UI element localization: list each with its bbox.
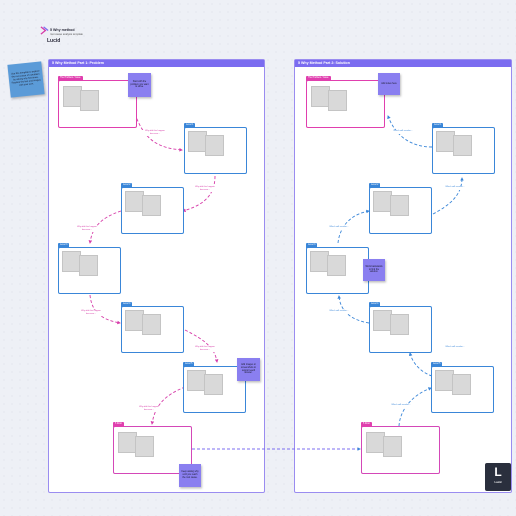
connector-p2-l1-problem: [387, 115, 433, 148]
brand-name: Lucid: [47, 38, 61, 44]
connector-p2-l5-l4: [408, 352, 433, 377]
template-subtitle: root cause analysis template: [50, 33, 83, 36]
card-p1-level2-label: Level 2: [121, 183, 133, 188]
card-p1-level4[interactable]: Level 4: [121, 302, 184, 353]
connector-label: Which will resolve...: [444, 186, 466, 190]
image-placeholder: [80, 90, 99, 111]
connector-label: Which will resolve...: [328, 310, 350, 314]
image-placeholder: [328, 90, 347, 111]
image-placeholder: [453, 135, 472, 156]
card-p2-problem-label: The Problem / Issue: [306, 76, 331, 81]
image-placeholder: [79, 255, 98, 276]
card-p2-level5-label: Level 5: [431, 362, 443, 367]
sticky-p2-top[interactable]: Add notes here: [378, 73, 400, 95]
card-p2-level2[interactable]: Level 2: [369, 183, 432, 234]
panel-part1-title: 5 Why Method Part 1: Problem: [49, 60, 264, 67]
connector-p2-l2-l1: [432, 177, 464, 215]
card-p1-level2[interactable]: Level 2: [121, 183, 184, 234]
connector-label: Why did this happen because...: [78, 310, 104, 317]
sticky-p1-bottom[interactable]: Keep asking why until you reach the root…: [179, 464, 201, 487]
card-p1-root-label: 5 Root: [113, 422, 124, 427]
connector-p2-root-l5: [398, 387, 432, 427]
image-placeholder: [452, 374, 471, 395]
connector-p2-l4-l3: [337, 295, 370, 324]
image-placeholder: [390, 195, 409, 216]
connector-p1-l2-l3: [88, 210, 122, 244]
card-p1-level1-label: Level 1: [184, 123, 196, 128]
connector-label: Why did this happen because...: [142, 130, 168, 137]
card-p2-root-label: 5 Root: [361, 422, 372, 427]
panel-part2-title: 5 Why Method Part 2: Solution: [295, 60, 511, 67]
card-p2-level4-label: Level 4: [369, 302, 381, 307]
connector-label: Why did this happen because...: [74, 226, 100, 233]
lucid-logo-icon: [40, 26, 49, 35]
connector-p1-problem-l1: [134, 113, 183, 152]
card-p1-level5-label: Level 5: [183, 362, 195, 367]
connector-p1-l3-l4: [89, 294, 121, 325]
card-p1-level5[interactable]: Level 5: [183, 362, 246, 413]
connector-p1-l1-l2: [182, 175, 216, 212]
connector-label: Why did this happen because...: [192, 346, 218, 353]
card-p2-level5[interactable]: Level 5: [431, 362, 494, 413]
image-placeholder: [327, 255, 346, 276]
image-placeholder: [204, 374, 223, 395]
connector-label: Why did this happen because...: [192, 186, 218, 193]
sticky-p1-top[interactable]: Start with the problem you want to solve…: [128, 73, 151, 97]
connector-p1-l4-l5: [184, 329, 219, 363]
card-p2-level3[interactable]: Level 3: [306, 243, 369, 294]
card-p1-level1[interactable]: Level 1: [184, 123, 247, 174]
connector-p1-l5-root: [150, 386, 186, 425]
sticky-p1-mid[interactable]: Add images or screenshots to support eac…: [237, 358, 260, 381]
card-p2-level2-label: Level 2: [369, 183, 381, 188]
card-p1-level3-label: Level 3: [58, 243, 70, 248]
card-p2-level1[interactable]: Level 1: [432, 123, 495, 174]
image-placeholder: [390, 314, 409, 335]
sticky-p2-mid[interactable]: Work backwards to find the solution.: [363, 259, 385, 281]
card-p2-problem[interactable]: The Problem / Issue: [306, 76, 385, 128]
card-p1-problem-label: The Problem / Issue: [58, 76, 83, 81]
image-placeholder: [205, 135, 224, 156]
template-title: 5 Why method: [50, 28, 75, 32]
image-placeholder: [142, 195, 161, 216]
card-p1-problem[interactable]: The Problem / Issue: [58, 76, 137, 128]
card-p2-level4[interactable]: Level 4: [369, 302, 432, 353]
card-p1-root[interactable]: 5 Root: [113, 422, 192, 474]
card-p2-level1-label: Level 1: [432, 123, 444, 128]
connector-label: Which will resolve...: [444, 346, 466, 350]
lucid-mark-icon: L: [494, 465, 502, 479]
card-p1-level3[interactable]: Level 3: [58, 243, 121, 294]
image-placeholder: [383, 436, 402, 457]
connector-label: Why did this happen because...: [136, 406, 162, 413]
lucid-badge-text: Lucid: [494, 481, 502, 484]
card-p2-root[interactable]: 5 Root: [361, 422, 440, 474]
connector-label: Which will resolve...: [328, 226, 350, 230]
lucid-badge[interactable]: L Lucid: [485, 463, 511, 491]
card-p1-level4-label: Level 4: [121, 302, 133, 307]
image-placeholder: [135, 436, 154, 457]
image-placeholder: [142, 314, 161, 335]
connector-label: Which will resolve...: [390, 404, 412, 408]
connector-label: Which will resolve...: [392, 130, 414, 134]
card-p2-level3-label: Level 3: [306, 243, 318, 248]
